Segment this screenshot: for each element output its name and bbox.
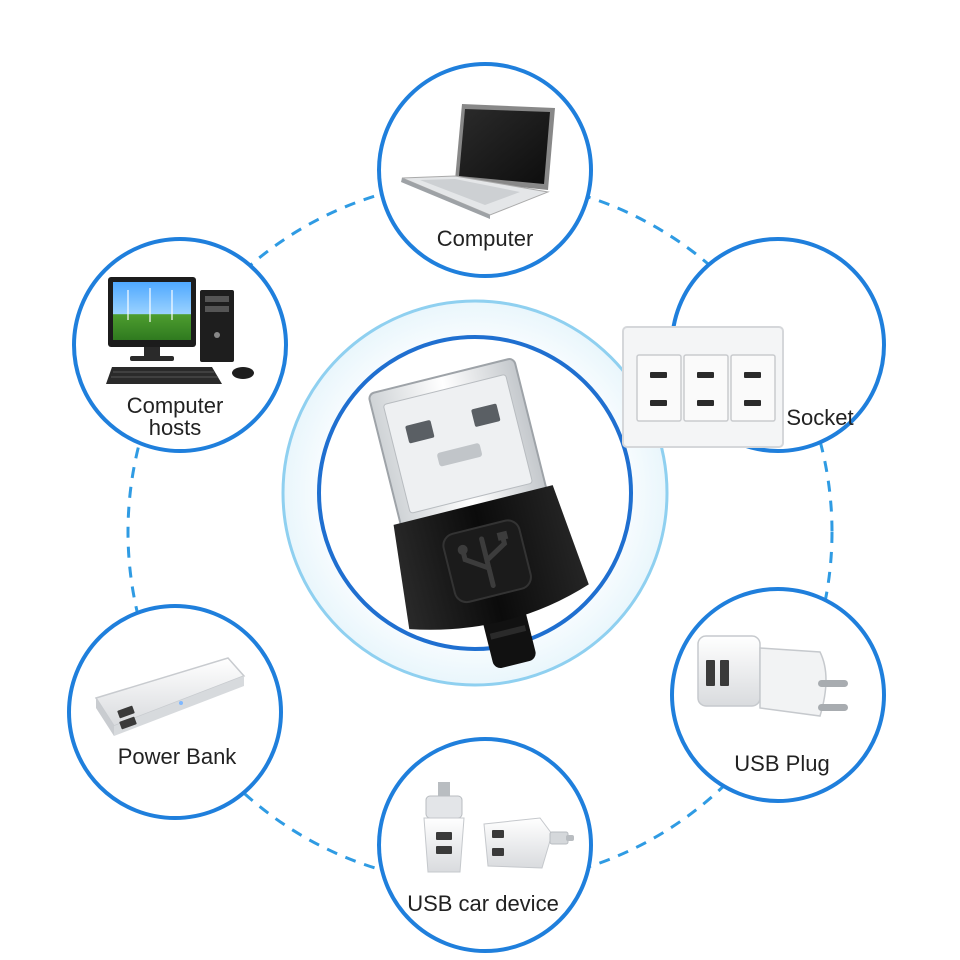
node-power-bank: Power Bank <box>67 604 283 820</box>
usb-wall-charger-icon <box>697 635 848 717</box>
node-usb-car-device: USB car device <box>377 737 593 953</box>
connection-ring <box>126 178 834 886</box>
node-socket-label: Socket <box>786 405 853 430</box>
node-power-bank-label: Power Bank <box>118 744 238 769</box>
node-computer: Computer <box>377 62 593 278</box>
wall-socket-icon <box>622 326 784 448</box>
node-usb-plug: USB Plug <box>670 587 886 803</box>
node-usb-car-device-label: USB car device <box>407 891 559 916</box>
node-computer-hosts: Computer hosts <box>72 237 288 453</box>
node-usb-plug-label: USB Plug <box>734 751 829 776</box>
usb-plug-icon <box>368 358 589 668</box>
usb-car-charger-icon <box>423 782 574 873</box>
node-socket: Socket <box>622 237 886 453</box>
node-computer-hosts-label-line1: Computer <box>127 393 224 418</box>
node-computer-hosts-label-line2: hosts <box>149 415 202 440</box>
node-computer-label: Computer <box>437 226 534 251</box>
laptop-icon <box>401 104 555 219</box>
power-bank-icon <box>94 657 246 736</box>
desktop-computer-icon <box>106 277 254 384</box>
